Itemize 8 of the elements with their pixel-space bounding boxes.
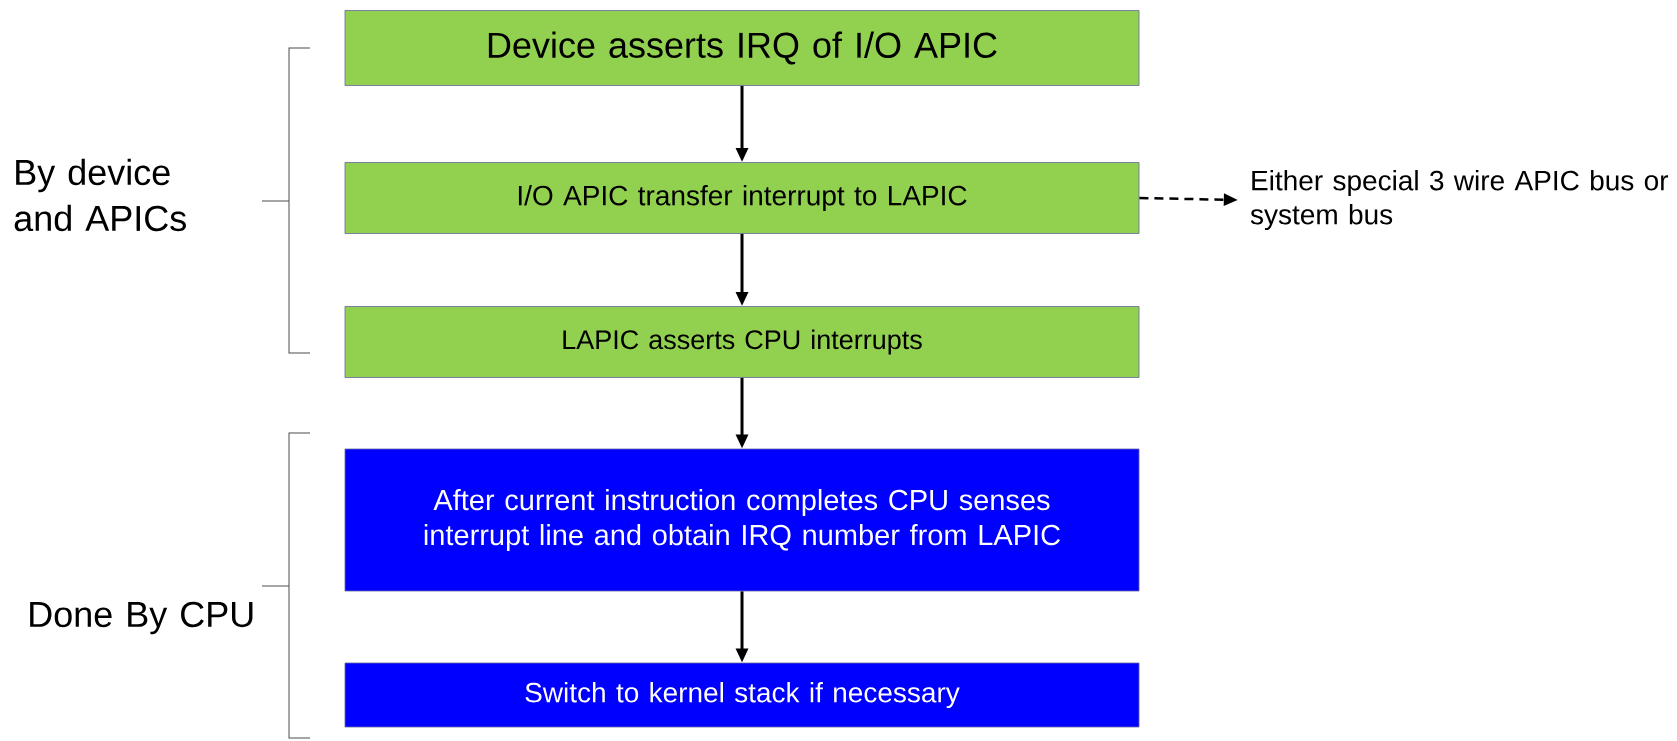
process-box: LAPIC asserts CPU interrupts (344, 306, 1140, 378)
group-label: Done By CPU (30, 601, 253, 635)
annotation-text: Either special 3 wire APIC bus or system bus (1250, 169, 1669, 231)
process-box: Device asserts IRQ of I/O APIC (344, 10, 1140, 86)
process-box: After current instruction completes CPU senses interrupt line and obtain IRQ number from LAPIC (344, 448, 1140, 592)
process-box: Switch to kernel stack if necessary (344, 662, 1140, 728)
group-label: By device and APICs (14, 158, 186, 232)
process-box: I/O APIC transfer interrupt to LAPIC (344, 162, 1140, 234)
